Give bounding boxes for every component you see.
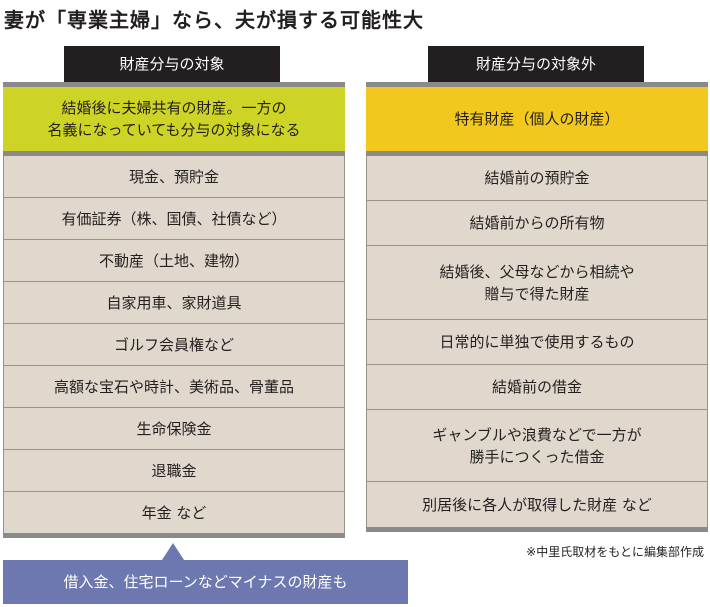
page-title: 妻が「専業主婦」なら、夫が損する可能性大 [4, 8, 424, 32]
list-item: 結婚後、父母などから相続や贈与で得た財産 [366, 245, 708, 319]
list-item: 有価証券（株、国債、社債など） [3, 197, 345, 239]
source-note: ※中里氏取材をもとに編集部作成 [526, 545, 704, 559]
left-highlight: 結婚後に夫婦共有の財産。一方の名義になっていても分与の対象になる [3, 87, 345, 156]
highlight-line: 名義になっていても分与の対象になる [47, 121, 301, 139]
left-header: 財産分与の対象 [64, 46, 280, 82]
callout-pointer [162, 543, 184, 560]
right-column: 特有財産（個人の財産） 結婚前の預貯金結婚前からの所有物結婚後、父母などから相続… [366, 82, 708, 532]
list-item-line: 贈与で得た財産 [484, 284, 590, 303]
list-item: 日常的に単独で使用するもの [366, 319, 708, 364]
right-highlight: 特有財産（個人の財産） [366, 87, 708, 156]
list-item-line: ギャンブルや浪費などで一方が [432, 425, 642, 444]
list-item: 不動産（土地、建物） [3, 239, 345, 281]
list-item: 別居後に各人が取得した財産 など [366, 481, 708, 527]
list-item-line: 結婚前の預貯金 [484, 169, 590, 187]
list-item: 結婚前の預貯金 [366, 156, 708, 200]
list-item: ゴルフ会員権など [3, 323, 345, 365]
right-header: 財産分与の対象外 [428, 46, 644, 82]
list-item: 年金 など [3, 491, 345, 533]
list-item: 結婚前の借金 [366, 364, 708, 409]
list-item-line: 結婚前の借金 [491, 378, 582, 396]
list-item-line: 別居後に各人が取得した財産 など [422, 495, 652, 514]
highlight-line: 結婚後に夫婦共有の財産。一方の [61, 99, 287, 117]
highlight-line: 特有財産（個人の財産） [454, 110, 620, 128]
list-item: 現金、預貯金 [3, 156, 345, 197]
list-item: 退職金 [3, 449, 345, 491]
list-item: 高額な宝石や時計、美術品、骨董品 [3, 365, 345, 407]
list-item-line: 日常的に単独で使用するもの [439, 333, 635, 351]
list-item: 自家用車、家財道具 [3, 281, 345, 323]
list-item-line: 結婚前からの所有物 [469, 214, 605, 232]
list-item: ギャンブルや浪費などで一方が勝手につくった借金 [366, 409, 708, 481]
list-item: 生命保険金 [3, 407, 345, 449]
callout-box: 借入金、住宅ローンなどマイナスの財産も [3, 560, 408, 604]
list-item: 結婚前からの所有物 [366, 200, 708, 245]
list-item-line: 結婚後、父母などから相続や [439, 262, 635, 281]
left-column: 結婚後に夫婦共有の財産。一方の名義になっていても分与の対象になる 現金、預貯金有… [3, 82, 345, 538]
list-item-line: 勝手につくった借金 [469, 447, 605, 466]
